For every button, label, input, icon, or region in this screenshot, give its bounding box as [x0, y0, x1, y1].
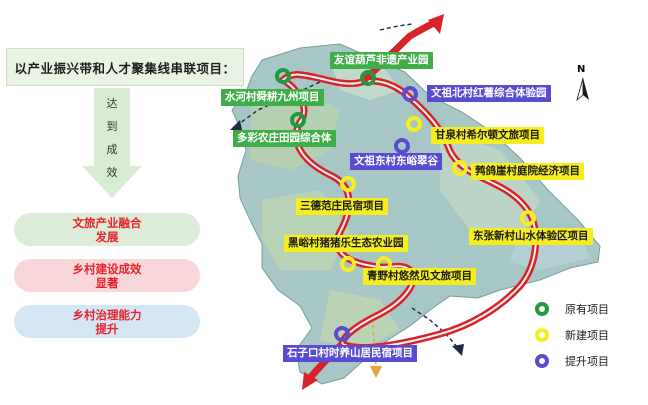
blue-ring-icon: [535, 354, 549, 368]
outcome-rural-construction: 乡村建设成效显著: [14, 259, 200, 292]
marker-existing: [360, 70, 376, 86]
achieve-text: 达 到 成 效: [82, 92, 142, 184]
arrow-head-icon: [452, 344, 464, 356]
outcome-line: 乡村治理能力: [72, 307, 142, 322]
project-label-shuihe: 水河村舜耕九州项目: [221, 89, 324, 106]
outcome-culture-tourism: 文旅产业融合发展: [14, 213, 200, 246]
project-label-heiyu: 黑峪村猪猪乐生态农业园: [284, 235, 408, 252]
outcome-governance: 乡村治理能力提升: [14, 305, 200, 338]
project-label-youyi: 友谊葫芦非遗产业园: [330, 52, 433, 69]
route-arrow-head-icon: [302, 372, 318, 390]
down-arrow-icon: [82, 88, 142, 198]
route-arrow-head-icon: [428, 14, 444, 34]
legend-label: 原有项目: [565, 303, 609, 316]
marker-existing: [275, 68, 291, 84]
project-label-duocai: 多彩农庄田园综合体: [233, 130, 336, 147]
heading-box: 以产业振兴带和人才聚集线串联项目：: [6, 48, 244, 86]
region-map: [230, 14, 601, 390]
legend-label: 提升项目: [565, 355, 609, 368]
marker-new: [520, 210, 536, 226]
project-label-sande: 三德范庄民宿项目: [296, 198, 388, 215]
marker-upgrade: [334, 326, 350, 342]
yellow-ring-icon: [535, 328, 549, 342]
legend-new: 新建项目: [535, 327, 609, 343]
project-label-dongzhang: 东张新村山水体验区项目: [469, 228, 593, 245]
marker-new: [406, 116, 422, 132]
achieve-arrow: 达 到 成 效: [82, 88, 152, 200]
marker-new: [340, 176, 356, 192]
heading-text: 以产业振兴带和人才聚集线串联项目：: [14, 60, 236, 76]
north-label: N: [577, 64, 586, 75]
achieve-char: 达: [106, 97, 118, 110]
achieve-char: 到: [106, 120, 118, 133]
arrow-head-icon: [230, 120, 242, 130]
dashed-trail: [371, 317, 377, 367]
outcome-line: 提升: [95, 321, 119, 336]
project-label-wenzu-north: 文祖北村红薯综合体验园: [427, 85, 551, 102]
outcome-line: 文旅产业融合: [72, 215, 142, 230]
north-arrow-icon: [576, 77, 589, 102]
outcome-line: 显著: [95, 275, 119, 290]
green-ring-icon: [535, 302, 549, 316]
marker-new: [340, 256, 356, 272]
map-terrain: [320, 290, 400, 350]
project-label-shizikou: 石子口村时养山居民宿项目: [283, 345, 417, 362]
achieve-char: 成: [106, 143, 118, 156]
marker-upgrade: [394, 138, 410, 154]
marker-new: [452, 160, 468, 176]
legend-existing: 原有项目: [535, 301, 609, 317]
project-label-qingye: 青野村悠然见文旅项目: [363, 268, 476, 285]
project-label-wenzu-east: 文祖东村东峪翠谷: [350, 153, 442, 170]
marker-upgrade: [402, 86, 418, 102]
dashed-trail: [411, 307, 459, 349]
achieve-char: 效: [106, 166, 118, 179]
outcome-line: 乡村建设成效: [72, 261, 142, 276]
dashed-trail: [379, 23, 413, 31]
project-label-gegeya: 鹁鸽崖村庭院经济项目: [471, 163, 584, 180]
outcome-line: 发展: [95, 229, 119, 244]
project-label-ganquan: 甘泉村希尔顿文旅项目: [431, 127, 544, 144]
legend-label: 新建项目: [565, 329, 609, 342]
marker-existing: [290, 112, 306, 128]
arrow-head-icon: [370, 366, 382, 378]
legend-upgrade: 提升项目: [535, 353, 609, 369]
